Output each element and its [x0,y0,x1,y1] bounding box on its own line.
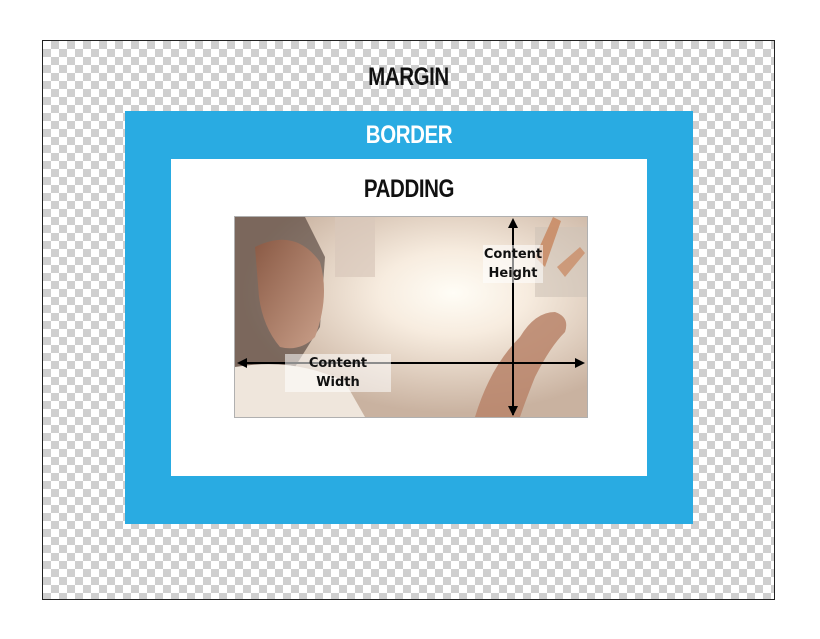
content-height-label-line1: Content [483,247,543,262]
width-arrow-right-head [575,358,585,368]
content-height-label-line2: Height [488,266,538,281]
margin-label: MARGIN [368,63,449,91]
height-arrow-top-head [508,218,518,228]
border-box: BORDER PADDING [125,111,693,524]
content-height-label: Content Height [483,245,543,283]
border-label: BORDER [365,121,453,149]
content-box: Content Width Content Height [234,216,588,418]
content-width-label: Content Width [285,354,391,392]
width-arrow-left-head [237,358,247,368]
height-arrow-bottom-head [508,406,518,416]
margin-area: MARGIN BORDER PADDING [42,40,775,600]
padding-box: PADDING [171,159,647,476]
padding-label: PADDING [363,175,455,203]
